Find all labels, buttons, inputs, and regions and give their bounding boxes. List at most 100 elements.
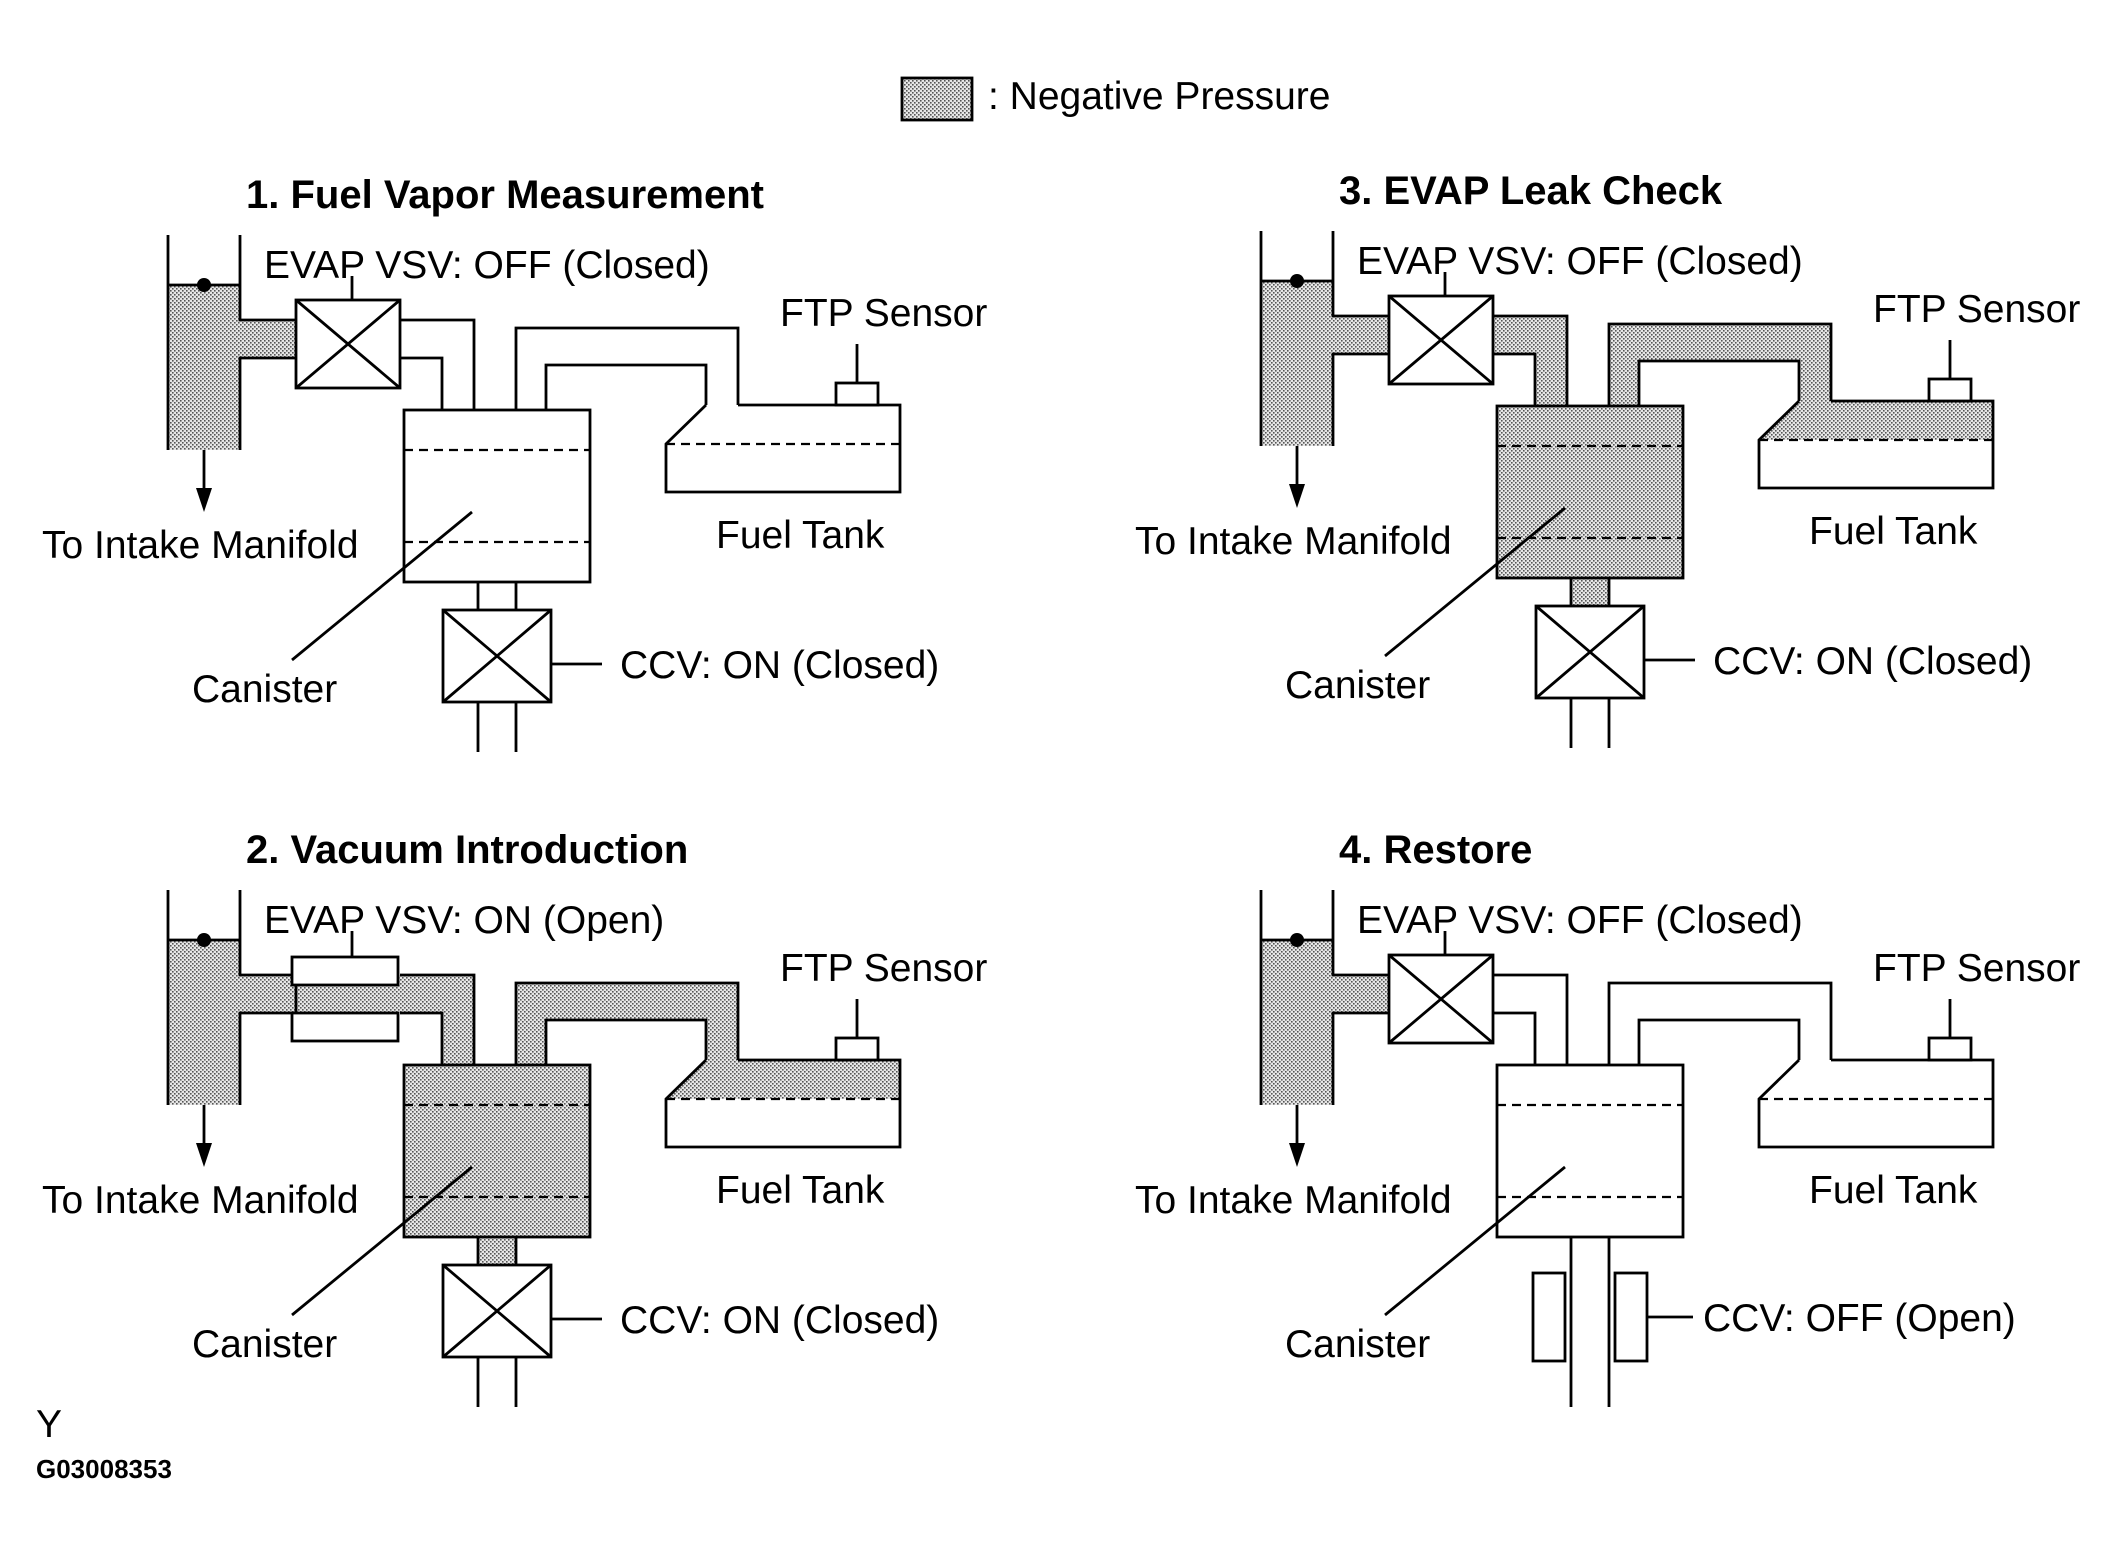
fuel-tank [1757,1058,1995,1149]
legend: : Negative Pressure [900,75,1331,122]
legend-text: : Negative Pressure [988,75,1331,118]
panel-restore: To Intake Manifold EVAP VSV: OFF (Closed)… [1135,828,2080,1407]
fuel-tank [664,403,902,494]
fuel-tank-label: Fuel Tank [1809,510,1978,553]
manifold-port-dot [197,278,211,292]
ccv-label: CCV: ON (Closed) [620,644,939,687]
ftp-sensor-label: FTP Sensor [1873,947,2080,990]
manifold-right-wall-bottom [238,1011,296,1105]
evap-vsv-cross [295,298,401,390]
ccv-cross [1535,604,1645,700]
manifold-negative-region [1261,940,1389,1105]
evap-vsv-label: EVAP VSV: ON (Open) [264,899,664,942]
canister-label: Canister [192,668,337,711]
vsv-canister-line-outer [400,973,476,1065]
tank-line-negative-region [1609,324,1831,406]
manifold-right-wall-top [1331,231,1389,318]
ccv-label: CCV: ON (Closed) [1713,640,2032,683]
evap-vsv-label: EVAP VSV: OFF (Closed) [1357,240,1803,283]
tank-line-outer [1607,981,1833,1065]
panel-title: 1. Fuel Vapor Measurement [246,173,764,217]
canister-leader [291,1165,473,1317]
ftp-sensor-label: FTP Sensor [780,292,987,335]
manifold-negative-region [1261,281,1389,446]
vsv-canister-line-outer [1493,314,1569,406]
tank-line-outer [514,981,740,1065]
manifold-negative-region [168,940,296,1105]
panel-title: 2. Vacuum Introduction [246,828,688,872]
fuel-tank-label: Fuel Tank [1809,1169,1978,1212]
tank-line-outer [514,326,740,410]
evap-vsv-lower-body [290,1011,400,1043]
fuel-tank-label: Fuel Tank [716,1169,885,1212]
footer-letter: Y [36,1403,62,1446]
evap-vsv-label: EVAP VSV: OFF (Closed) [264,244,710,287]
intake-manifold-label: To Intake Manifold [42,1179,359,1222]
ccv-cross [442,608,552,704]
manifold-negative-region [168,285,296,450]
vsv-canister-line-outer [1493,973,1569,1065]
intake-manifold-label: To Intake Manifold [1135,1179,1452,1222]
manifold-right-wall-bottom [238,356,296,450]
intake-manifold-label: To Intake Manifold [42,524,359,567]
tank-line-inner [1637,1018,1801,1065]
ccv-label: CCV: ON (Closed) [620,1299,939,1342]
ccv-cross [442,1263,552,1359]
intake-arrow-head [196,488,212,512]
intake-manifold-label: To Intake Manifold [1135,520,1452,563]
ccv-right-body [1613,1271,1649,1363]
fuel-tank-label: Fuel Tank [716,514,885,557]
manifold-right-wall-top [1331,890,1389,977]
panel-title: 4. Restore [1339,828,1532,872]
ftp-sensor [834,1036,880,1062]
canister [1495,404,1685,580]
canister-leader [291,510,473,662]
vsv-canister-line-inner [400,1011,444,1065]
intake-arrow-head [196,1143,212,1167]
tank-line-outer [1607,322,1833,406]
canister-label: Canister [192,1323,337,1366]
tank-line-inner [1637,359,1801,406]
ccv-vent-line [476,702,518,752]
panel-title: 3. EVAP Leak Check [1339,169,1723,213]
manifold-right-wall-bottom [1331,1011,1389,1105]
manifold-port-dot [1290,933,1304,947]
tank-negative-region [666,1060,900,1099]
tank-line-inner [544,1018,708,1065]
intake-arrow-head [1289,484,1305,508]
vsv-line-negative-region [240,975,474,1065]
ccv-label: CCV: OFF (Open) [1703,1297,2016,1340]
evap-vsv-upper-body [290,955,400,987]
manifold-right-wall-top [238,235,296,322]
canister-leader [1384,506,1566,658]
evap-vsv-label: EVAP VSV: OFF (Closed) [1357,899,1803,942]
ftp-sensor [1927,1036,1973,1062]
legend-swatch [900,76,974,122]
vsv-canister-line-inner [1493,1011,1537,1065]
tank-line-negative-region [516,983,738,1065]
ftp-sensor [834,381,880,407]
canister-negative-region [1497,406,1683,616]
manifold-port-dot [197,933,211,947]
evap-vsv-cross [1388,294,1494,386]
manifold-port-dot [1290,274,1304,288]
ccv-left-body [1531,1271,1567,1363]
canister-label: Canister [1285,664,1430,707]
canister-label: Canister [1285,1323,1430,1366]
canister-leader [1384,1165,1566,1317]
vsv-canister-line-outer [400,318,476,410]
evap-vsv-cross [1388,953,1494,1045]
tank-line-inner [544,363,708,410]
canister [402,1063,592,1239]
panel-fuel-vapor-measurement: To Intake Manifold EVAP VSV: OFF (Closed)… [42,173,987,752]
ftp-sensor [1927,377,1973,403]
ftp-sensor-label: FTP Sensor [780,947,987,990]
manifold-right-wall-top [238,890,296,977]
ccv-vent-line [476,1357,518,1407]
figure-code: G03008353 [36,1454,172,1484]
panel-vacuum-introduction: To Intake Manifold EVAP VSV: ON (Open) Can… [42,828,987,1407]
panel-evap-leak-check: To Intake Manifold EVAP VSV: OFF (Closed)… [1135,169,2080,748]
canister [1495,1063,1685,1239]
ccv-vent-line [1569,698,1611,748]
